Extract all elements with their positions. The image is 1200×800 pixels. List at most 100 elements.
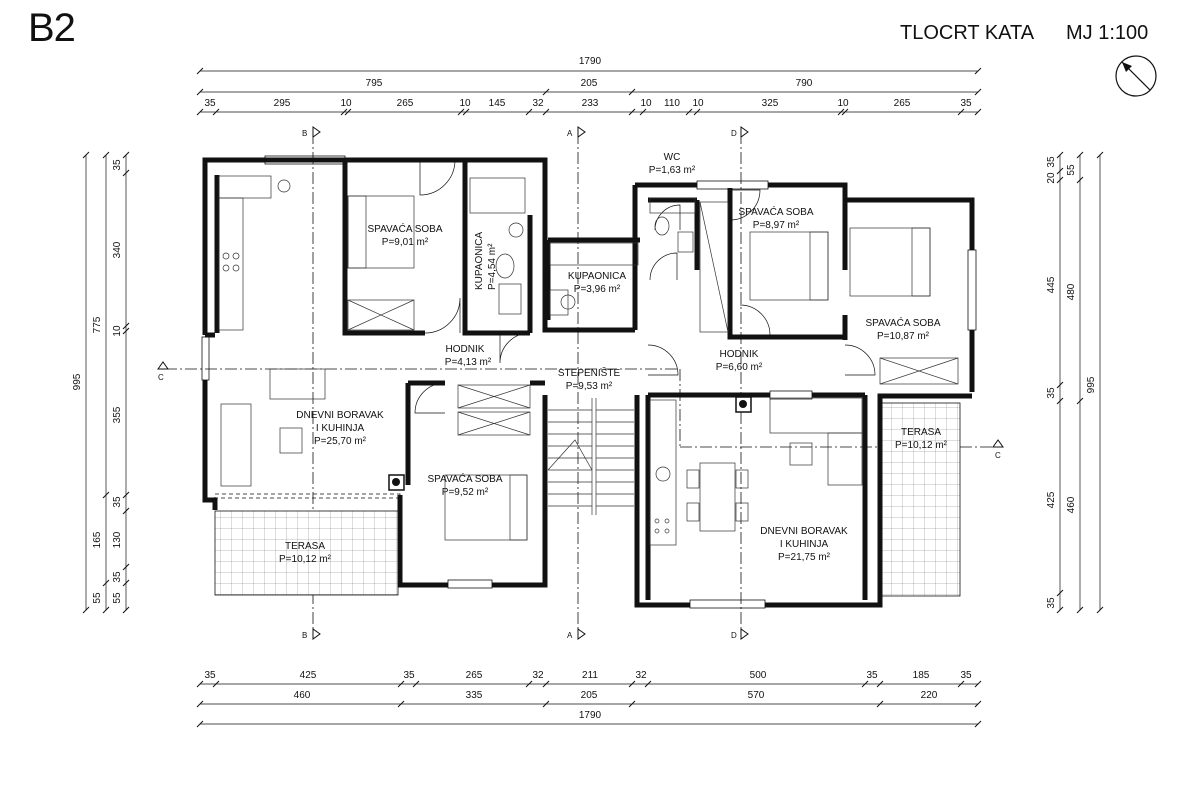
- sheet-title: TLOCRT KATA: [900, 22, 1035, 44]
- dim-left-detail: 35: [112, 159, 123, 171]
- dim-bottom-detail: 35: [403, 670, 415, 681]
- dim-bottom-detail: 35: [866, 670, 878, 681]
- dim-left-detail: 35: [112, 571, 123, 583]
- dim-right-detail: 35: [1046, 387, 1057, 399]
- dim-top-mid: 790: [796, 78, 813, 89]
- dim-left-detail: 10: [112, 325, 123, 337]
- dim-top-mid: 795: [366, 78, 383, 89]
- dim-bottom-detail: 35: [204, 670, 216, 681]
- room-area: P=21,75 m²: [778, 552, 831, 563]
- section-markers: [157, 126, 1004, 640]
- furniture: [218, 175, 959, 546]
- room-name-line2: I KUHINJA: [316, 423, 365, 434]
- dim-left-total: 995: [72, 373, 83, 390]
- dim-top-detail: 35: [960, 98, 972, 109]
- dim-left-detail: 130: [112, 531, 123, 548]
- room-area: P=10,12 m²: [895, 440, 948, 451]
- room-name: DNEVNI BORAVAK: [296, 410, 384, 421]
- dim-left-mid: 775: [92, 316, 103, 333]
- room-area: P=9,53 m²: [566, 381, 613, 392]
- dim-bottom-mid: 205: [581, 690, 598, 701]
- dim-top-detail: 295: [274, 98, 291, 109]
- room-name: STEPENIŠTE: [558, 366, 621, 379]
- room-name: HODNIK: [720, 349, 759, 360]
- dim-top-detail: 10: [640, 98, 652, 109]
- room-name: SPAVAĆA SOBA: [427, 472, 502, 485]
- dim-bottom-mid: 570: [748, 690, 765, 701]
- dim-bottom-detail: 35: [960, 670, 972, 681]
- room-area: P=8,97 m²: [753, 220, 800, 231]
- dim-bottom-detail: 500: [750, 670, 767, 681]
- dim-right-detail: 35: [1046, 156, 1057, 168]
- dim-left-detail: 340: [112, 241, 123, 258]
- sheet-label: B2: [28, 6, 76, 50]
- dim-top-mid: 205: [581, 78, 598, 89]
- dim-top-total: 1790: [579, 56, 602, 67]
- dim-top-detail: 233: [582, 98, 599, 109]
- room-area: P=9,52 m²: [442, 487, 489, 498]
- room-name: SPAVAĆA SOBA: [367, 222, 442, 235]
- dim-right-detail: 445: [1046, 276, 1057, 293]
- dim-left-detail: 55: [112, 592, 123, 604]
- room-name: TERASA: [901, 427, 941, 438]
- section-label-d: D: [731, 129, 737, 138]
- north-arrow-icon: [1115, 55, 1157, 97]
- dim-bottom-detail: 425: [300, 670, 317, 681]
- room-name: SPAVAĆA SOBA: [865, 316, 940, 329]
- dim-top-detail: 10: [340, 98, 352, 109]
- dim-right-mid: 460: [1066, 496, 1077, 513]
- room-name: KUPAONICA: [568, 271, 626, 282]
- room-name: SPAVAĆA SOBA: [738, 205, 813, 218]
- sheet-scale: MJ 1:100: [1066, 22, 1149, 44]
- dim-right-detail: 20: [1046, 172, 1057, 184]
- dim-left-detail: 35: [112, 496, 123, 508]
- section-label-c: C: [158, 373, 164, 382]
- dim-bottom-detail: 185: [913, 670, 930, 681]
- room-area: P=4,13 m²: [445, 357, 492, 368]
- room-area: P=4,54 m²: [487, 243, 498, 290]
- room-area: P=3,96 m²: [574, 284, 621, 295]
- dim-bottom-detail: 32: [532, 670, 544, 681]
- room-name: WC: [664, 152, 681, 163]
- dim-right-total: 995: [1086, 376, 1097, 393]
- room-area: P=6,60 m²: [716, 362, 763, 373]
- dim-top-detail: 265: [397, 98, 414, 109]
- dim-top-detail: 10: [692, 98, 704, 109]
- dimension-ticks: [82, 67, 1104, 728]
- room-area: P=1,63 m²: [649, 165, 696, 176]
- dim-left-detail: 355: [112, 406, 123, 423]
- dim-top-detail: 32: [532, 98, 544, 109]
- section-label-a: A: [567, 631, 573, 640]
- room-name: KUPAONICA: [474, 232, 485, 290]
- dim-bottom-mid: 220: [921, 690, 938, 701]
- dim-top-detail: 325: [762, 98, 779, 109]
- dim-top-detail: 10: [459, 98, 471, 109]
- section-label-a: A: [567, 129, 573, 138]
- dim-right-mid: 480: [1066, 283, 1077, 300]
- dim-bottom-mid: 460: [294, 690, 311, 701]
- dim-bottom-detail: 265: [466, 670, 483, 681]
- section-label-d: D: [731, 631, 737, 640]
- room-name: DNEVNI BORAVAK: [760, 526, 848, 537]
- dim-top-detail: 35: [204, 98, 216, 109]
- dim-top-detail: 265: [894, 98, 911, 109]
- terrace-right: [881, 402, 961, 597]
- walls: [202, 157, 975, 608]
- room-area: P=9,01 m²: [382, 237, 429, 248]
- dim-left-mid: 165: [92, 531, 103, 548]
- dim-right-detail: 425: [1046, 491, 1057, 508]
- room-name: TERASA: [285, 541, 325, 552]
- dim-bottom-detail: 32: [635, 670, 647, 681]
- boiler-symbol: [392, 478, 400, 486]
- dim-bottom-mid: 335: [466, 690, 483, 701]
- room-area: P=25,70 m²: [314, 436, 367, 447]
- dim-left-mid: 55: [92, 592, 103, 604]
- room-area: P=10,87 m²: [877, 331, 930, 342]
- dim-top-detail: 10: [837, 98, 849, 109]
- section-label-b: B: [302, 631, 307, 640]
- room-name-line2: I KUHINJA: [780, 539, 829, 550]
- room-area: P=10,12 m²: [279, 554, 332, 565]
- dim-right-mid: 55: [1066, 164, 1077, 176]
- dimension-lines: [85, 70, 1101, 725]
